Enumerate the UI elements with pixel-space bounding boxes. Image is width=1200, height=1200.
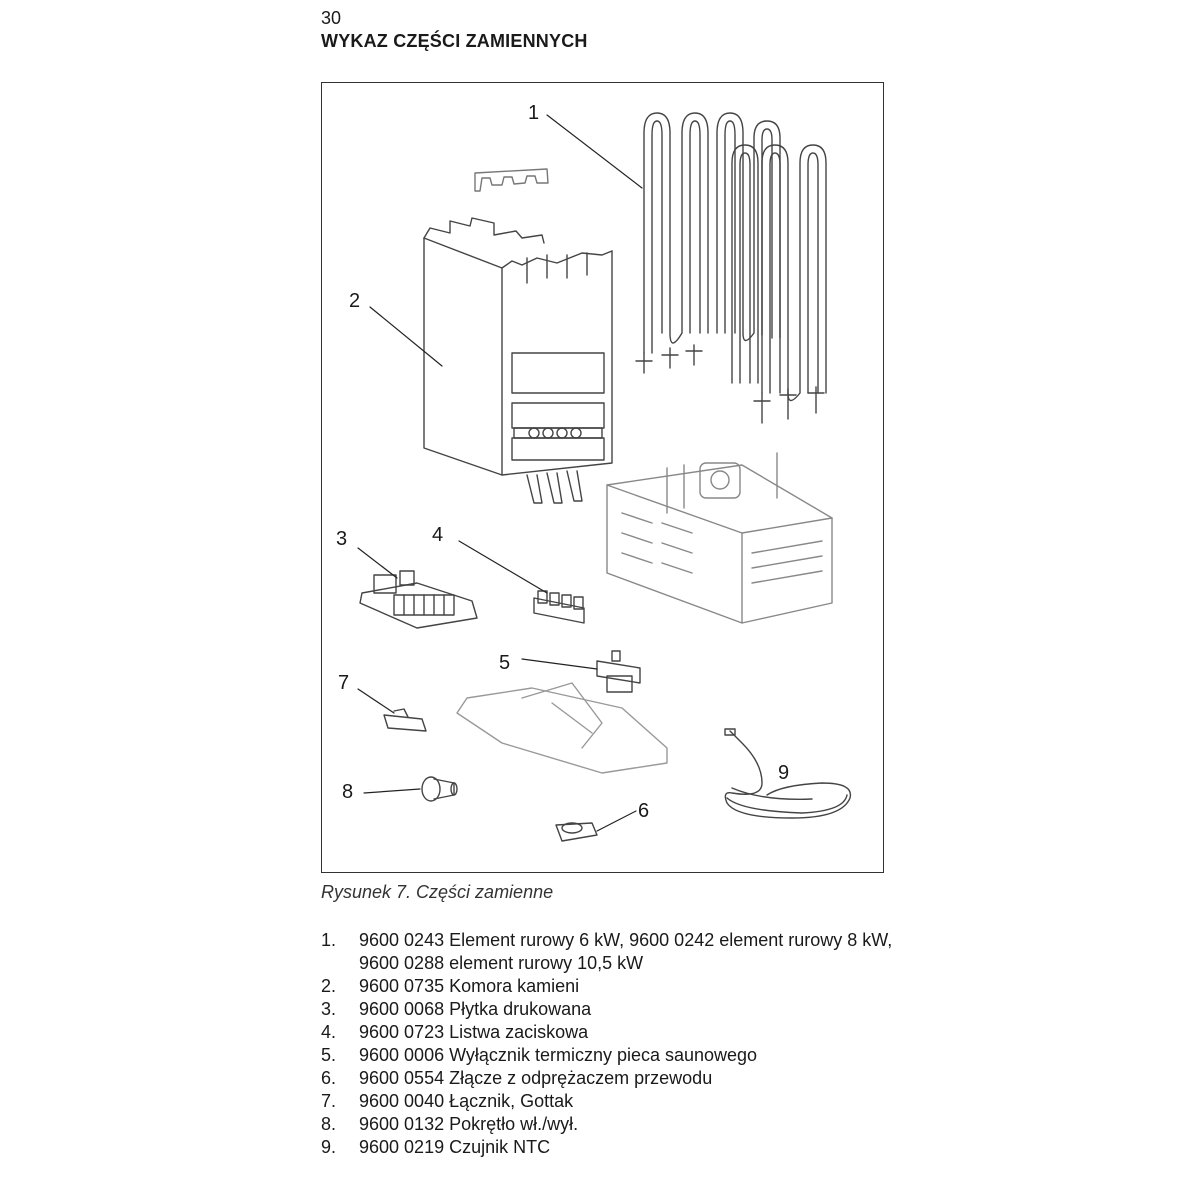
item-number: 6. bbox=[321, 1068, 337, 1088]
list-item: 3. 9600 0068 Płytka drukowana bbox=[321, 998, 901, 1021]
list-item: 8. 9600 0132 Pokrętło wł./wył. bbox=[321, 1113, 901, 1136]
knob-illustration bbox=[421, 776, 458, 802]
strain-relief-illustration bbox=[555, 822, 598, 842]
list-item: 4. 9600 0723 Listwa zaciskowa bbox=[321, 1021, 901, 1044]
item-text: 9600 0723 Listwa zaciskowa bbox=[359, 1022, 589, 1042]
item-text: 9600 0068 Płytka drukowana bbox=[359, 999, 592, 1019]
item-number: 2. bbox=[321, 976, 337, 996]
callout-3: 3 bbox=[336, 528, 347, 550]
spare-parts-figure: 1 2 3 4 5 6 7 8 9 bbox=[321, 82, 884, 873]
spare-parts-drawing: 1 2 3 4 5 6 7 8 9 bbox=[336, 102, 852, 842]
callout-7: 7 bbox=[338, 672, 349, 694]
item-text: 9600 0735 Komora kamieni bbox=[359, 976, 580, 996]
callout-8: 8 bbox=[342, 781, 353, 803]
callout-4: 4 bbox=[432, 524, 443, 546]
callout-6: 6 bbox=[638, 800, 649, 822]
gottak-switch-illustration bbox=[383, 708, 427, 732]
list-item: 9. 9600 0219 Czujnik NTC bbox=[321, 1136, 901, 1159]
list-item: 2. 9600 0735 Komora kamieni bbox=[321, 975, 901, 998]
item-number: 3. bbox=[321, 999, 337, 1019]
list-item: 6. 9600 0554 Złącze z odprężaczem przewod… bbox=[321, 1067, 901, 1090]
base-plate-illustration bbox=[456, 682, 668, 774]
page-title: WYKAZ CZĘŚCI ZAMIENNYCH bbox=[321, 31, 588, 51]
item-text: 9600 0040 Łącznik, Gottak bbox=[359, 1091, 574, 1111]
bracket-illustration bbox=[474, 168, 549, 192]
item-number: 7. bbox=[321, 1091, 337, 1111]
stone-chamber-illustration bbox=[423, 217, 613, 504]
item-number: 8. bbox=[321, 1114, 337, 1134]
heater-housing-illustration bbox=[606, 452, 833, 624]
item-number: 9. bbox=[321, 1137, 337, 1157]
callout-9: 9 bbox=[778, 762, 789, 784]
callout-numbers: 1 2 3 4 5 6 7 8 9 bbox=[336, 102, 789, 822]
callout-1: 1 bbox=[528, 102, 539, 124]
terminal-strip-illustration bbox=[533, 590, 585, 624]
callout-5: 5 bbox=[499, 652, 510, 674]
item-text: 9600 0219 Czujnik NTC bbox=[359, 1137, 551, 1157]
item-number: 5. bbox=[321, 1045, 337, 1065]
leader-lines bbox=[357, 114, 643, 832]
thermal-switch-illustration bbox=[596, 650, 641, 693]
circuit-board-illustration bbox=[359, 570, 478, 629]
item-number: 1. bbox=[321, 930, 337, 950]
item-text: 9600 0132 Pokrętło wł./wył. bbox=[359, 1114, 579, 1134]
list-item: 1. 9600 0243 Element rurowy 6 kW, 9600 02… bbox=[321, 929, 901, 975]
item-text: 9600 0554 Złącze z odprężaczem przewodu bbox=[359, 1068, 713, 1088]
item-number: 4. bbox=[321, 1022, 337, 1042]
parts-list: 1. 9600 0243 Element rurowy 6 kW, 9600 02… bbox=[321, 929, 901, 1159]
heating-element-illustration bbox=[635, 112, 827, 424]
figure-caption: Rysunek 7. Części zamienne bbox=[321, 882, 554, 902]
page-number: 30 bbox=[321, 8, 342, 28]
item-text: 9600 0243 Element rurowy 6 kW, 9600 0242… bbox=[359, 930, 893, 973]
list-item: 5. 9600 0006 Wyłącznik termiczny pieca sa… bbox=[321, 1044, 901, 1067]
ntc-sensor-illustration bbox=[724, 728, 852, 819]
list-item: 7. 9600 0040 Łącznik, Gottak bbox=[321, 1090, 901, 1113]
callout-2: 2 bbox=[349, 290, 360, 312]
item-text: 9600 0006 Wyłącznik termiczny pieca saun… bbox=[359, 1045, 758, 1065]
